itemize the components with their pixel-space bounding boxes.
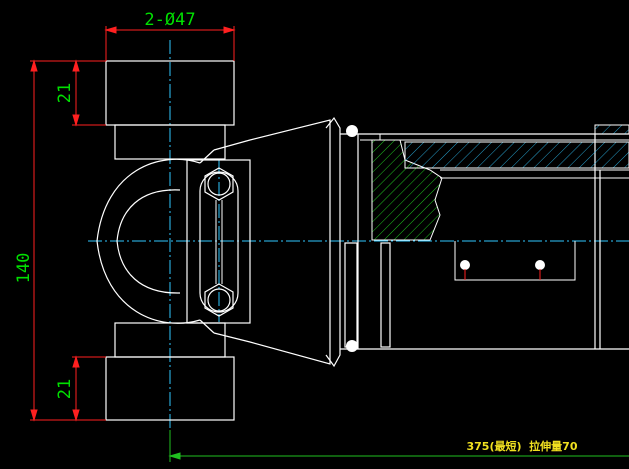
link-plate — [186, 159, 251, 324]
bolt-head-icon — [204, 283, 234, 317]
dimension-top-diameter: 2-Ø47 — [144, 10, 195, 30]
clevis-loop — [96, 149, 215, 334]
screw-icon — [460, 260, 470, 280]
hatched-cap — [594, 124, 629, 135]
barrel-top-lines — [360, 134, 629, 179]
hatched-gland — [371, 139, 443, 241]
screw-icon — [535, 260, 545, 280]
lug-bracket — [454, 241, 576, 281]
dimension-lines — [30, 26, 236, 422]
tapered-housing — [213, 116, 341, 368]
dimension-overall-height: 140 — [14, 253, 34, 284]
weld-bead — [346, 125, 358, 137]
bolt-shank — [215, 200, 223, 284]
length-dimension — [168, 430, 629, 462]
weld-bead — [346, 340, 358, 352]
hatched-piston-rod — [404, 141, 629, 169]
bolt-head-icon — [204, 167, 234, 201]
dimension-lower-flange: 21 — [55, 379, 75, 399]
bottom-note: 375(最短) 拉伸量70 — [467, 439, 578, 453]
dimension-upper-flange: 21 — [55, 83, 75, 103]
